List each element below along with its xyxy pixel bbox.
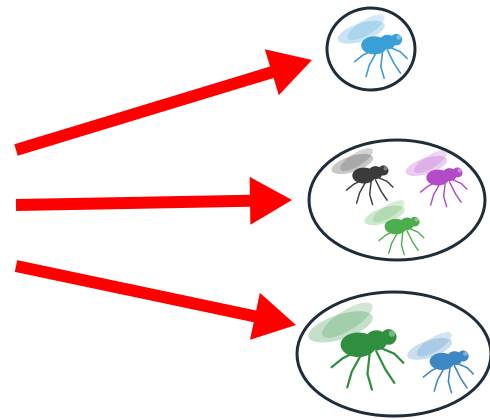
groups-layer bbox=[297, 8, 490, 416]
three-color-fly-group-outline bbox=[309, 140, 485, 260]
single-blue-fly-group bbox=[327, 8, 415, 90]
arrow-bottom bbox=[15, 260, 296, 340]
arrow-top bbox=[14, 49, 312, 155]
arrows-layer bbox=[14, 49, 312, 340]
arrow-middle bbox=[16, 177, 292, 225]
three-color-fly-group bbox=[309, 140, 485, 260]
large-green-and-blue-fly-group bbox=[297, 292, 490, 416]
